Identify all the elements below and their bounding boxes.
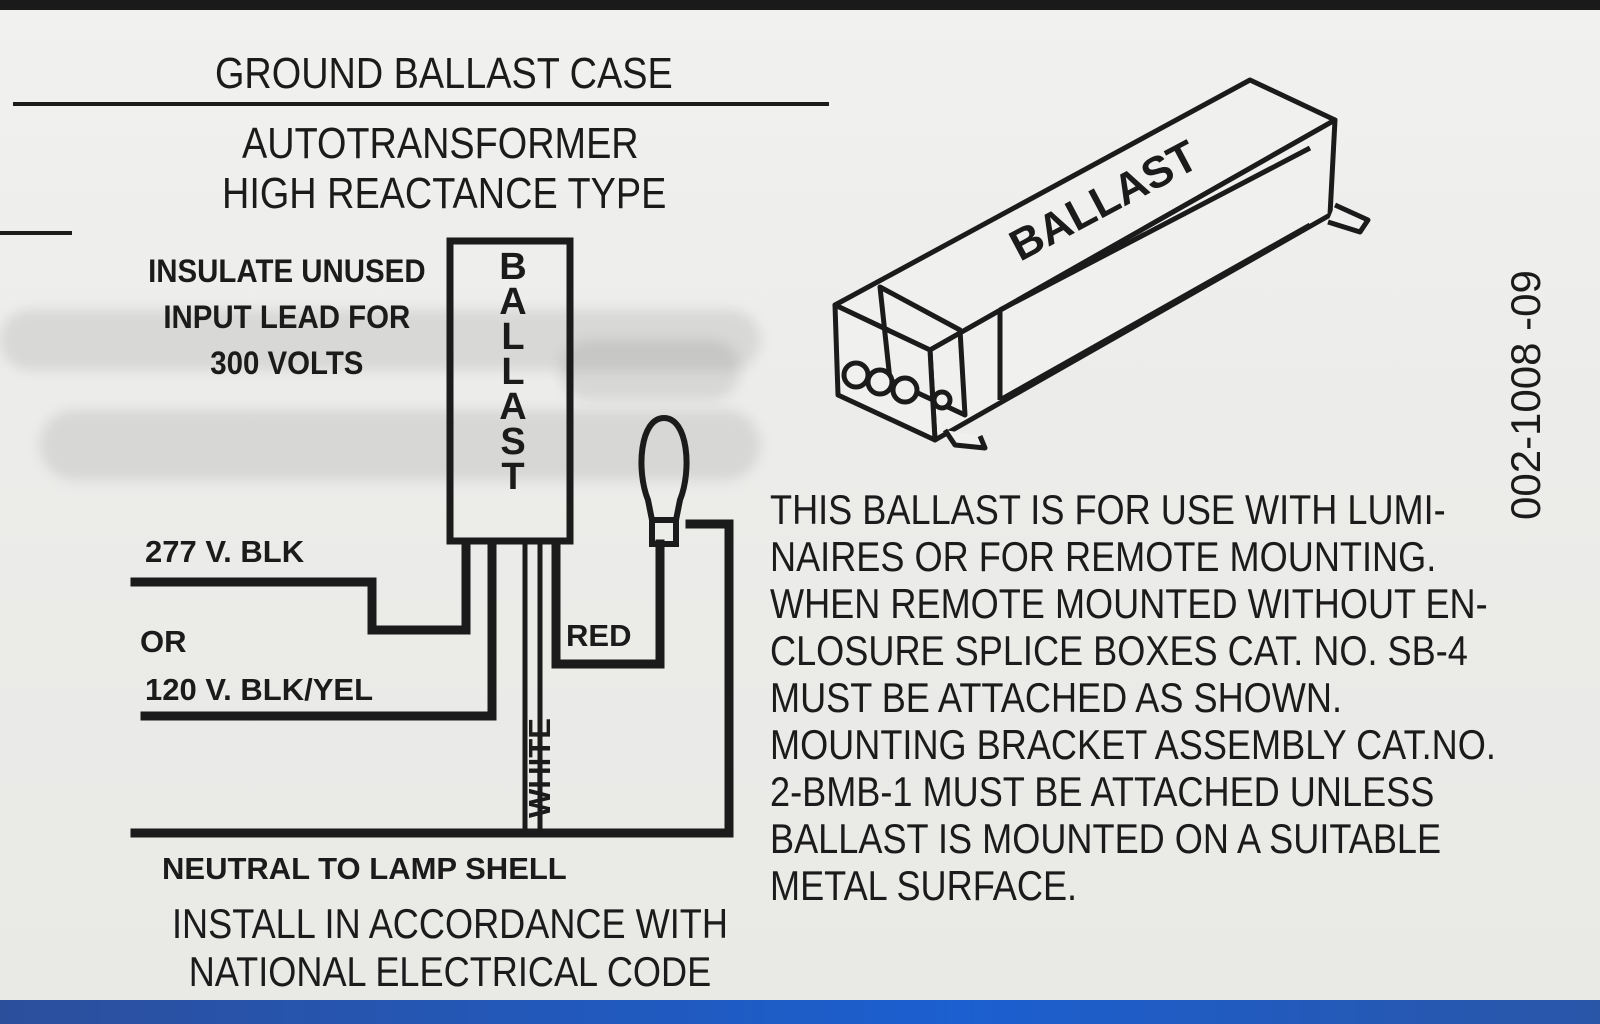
notes-line: MUST BE ATTACHED AS SHOWN. [770,674,1342,721]
subtitle-line-2: HIGH REACTANCE TYPE [222,169,667,218]
mounting-tab [942,428,988,451]
insulate-note: INSULATE UNUSED INPUT LEAD FOR 300 VOLTS [148,248,426,386]
ballast-edge-line [998,145,1312,313]
mounting-notes: THIS BALLAST IS FOR USE WITH LUMI- NAIRE… [770,486,1496,909]
notes-line: CLOSURE SPLICE BOXES CAT. NO. SB-4 [770,627,1468,674]
ballast-illustration [832,77,1371,451]
wire-label-white: WHITE [522,718,557,818]
part-number: 002-1008 -09 [1502,270,1549,520]
mounting-tab [1327,202,1371,235]
insulate-note-line: INSULATE UNUSED [148,253,426,289]
insulate-note-line: 300 VOLTS [210,345,364,381]
splice-box-outline [877,284,968,418]
install-note-line: INSTALL IN ACCORDANCE WITH [172,900,728,947]
ballast-letter: L [501,351,525,393]
wire-277-blk [130,539,471,635]
smudge-mark [560,340,740,400]
lamp-base [649,517,679,547]
wire-label-red: RED [566,618,632,653]
ballast-box [446,237,574,545]
notes-line: NAIRES OR FOR REMOTE MOUNTING. [770,533,1437,580]
wire-label-or: OR [140,624,187,659]
notes-line: MOUNTING BRACKET ASSEMBLY CAT.NO. [770,721,1496,768]
ballast-letter: B [499,246,527,288]
install-note: INSTALL IN ACCORDANCE WITH NATIONAL ELEC… [172,900,728,996]
ballast-edge-line [998,222,1312,403]
ballast-letter: L [501,316,525,358]
ballast-letter: S [500,421,526,463]
notes-line: WHEN REMOTE MOUNTED WITHOUT EN- [770,580,1488,627]
knockout-hole [841,360,871,390]
wire-red [551,539,665,669]
ballast-letter: T [501,456,525,498]
header-title: GROUND BALLAST CASE [215,49,673,98]
bottom-blue-strip [0,1000,1600,1024]
smudge-mark [0,310,760,370]
lamp-bulb [638,414,690,523]
ballast-letter: A [499,281,527,323]
ballast-letter: A [499,386,527,428]
insulate-note-line: INPUT LEAD FOR [163,299,411,335]
notes-line: THIS BALLAST IS FOR USE WITH LUMI- [770,486,1446,533]
subtitle-line-1: AUTOTRANSFORMER [242,119,639,168]
knockout-hole [890,375,920,405]
knockout-hole [865,367,895,397]
wire-120-blkyel [140,539,497,721]
wire-label-277v: 277 V. BLK [145,534,305,569]
neutral-note: NEUTRAL TO LAMP SHELL [162,851,567,886]
wire-neutral [130,519,734,838]
notes-line: BALLAST IS MOUNTED ON A SUITABLE [770,815,1442,862]
wire-label-120v: 120 V. BLK/YEL [145,672,374,707]
notes-line: 2-BMB-1 MUST BE ATTACHED UNLESS [770,768,1435,815]
ballast-box-label: B A L L A S T [498,246,528,498]
knockout-hole [931,389,953,411]
install-note-line: NATIONAL ELECTRICAL CODE [188,948,712,995]
notes-line: METAL SURFACE. [770,862,1078,909]
